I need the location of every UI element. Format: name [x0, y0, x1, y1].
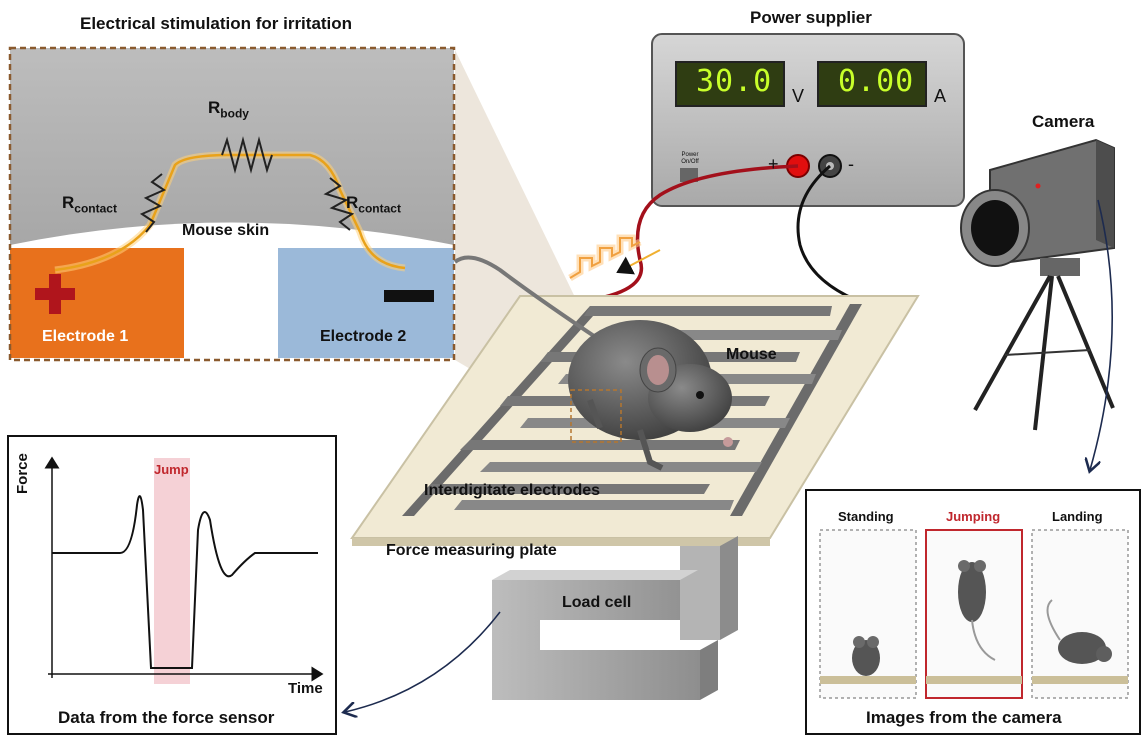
- mouse-standing: [852, 640, 880, 676]
- force-chart-panel: [7, 435, 337, 735]
- resistor-contact-left: [139, 173, 167, 233]
- voltage-display: [675, 61, 785, 107]
- power-supplier-title: Power supplier: [750, 8, 872, 27]
- positive-wire: [589, 164, 799, 302]
- r-contact-left-label: Rcontact: [62, 193, 117, 215]
- camera-illustration: [960, 138, 1115, 470]
- current-readout: 0.00: [838, 64, 915, 99]
- current-display: [817, 61, 927, 107]
- voltage-unit: V: [792, 86, 805, 106]
- electrode-1: [10, 248, 184, 358]
- power-supply: [651, 33, 965, 207]
- pulse-arrow: [616, 249, 661, 275]
- load-cell: [492, 536, 738, 700]
- mouse-landing: [1058, 632, 1106, 664]
- inset-panel: [8, 46, 456, 362]
- r-body-label: Rbody: [208, 98, 249, 120]
- mouse-skin-label: Mouse skin: [182, 222, 270, 239]
- resistor-contact-right: [323, 177, 355, 231]
- current-path: [54, 153, 406, 272]
- time-axis-label: Time: [288, 680, 323, 697]
- force-trace: [52, 495, 318, 669]
- pulse-signal: [569, 237, 641, 279]
- minus-terminal-label: -: [848, 154, 854, 174]
- zoom-region: [570, 389, 622, 443]
- frame-label-jumping: Jumping: [946, 509, 1001, 524]
- jump-label: Jump: [154, 462, 189, 477]
- inset-title: Electrical stimulation for irritation: [80, 14, 353, 33]
- jump-highlight: [154, 458, 190, 684]
- minus-sign: [384, 290, 434, 302]
- frame-label-landing: Landing: [1052, 509, 1103, 524]
- r-contact-right-subscript: contact: [358, 201, 401, 216]
- voltage-readout: 30.0: [696, 64, 773, 99]
- power-button: [680, 168, 698, 182]
- force-axis-label: Force: [14, 453, 31, 494]
- r-contact-left-subscript: contact: [74, 201, 117, 216]
- r-contact-right-symbol: R: [346, 193, 359, 212]
- r-contact-right-label: Rcontact: [346, 193, 401, 215]
- r-contact-left-symbol: R: [62, 193, 75, 212]
- electrode-2-label: Electrode 2: [320, 328, 407, 345]
- current-unit: A: [934, 86, 947, 106]
- mouse-tail: [453, 255, 602, 342]
- camera-images-caption: Images from the camera: [866, 708, 1062, 727]
- force-chart-caption: Data from the force sensor: [58, 708, 275, 727]
- electrode-1-label: Electrode 1: [42, 328, 129, 345]
- camera-to-images-arrow: [1090, 199, 1113, 470]
- frame-label-standing: Standing: [838, 509, 894, 524]
- negative-wire: [796, 164, 857, 302]
- electrodes-label: Interdigitate electrodes: [424, 482, 601, 499]
- load-cell-label: Load cell: [562, 594, 632, 611]
- r-body-symbol: R: [208, 98, 221, 117]
- mouse-illustration: [453, 255, 733, 471]
- resistor-body: [221, 136, 273, 174]
- plate-label: Force measuring plate: [386, 542, 557, 559]
- camera-title: Camera: [1032, 112, 1095, 131]
- r-body-subscript: body: [220, 106, 249, 121]
- mouse-label: Mouse: [726, 346, 777, 363]
- electrode-2: [278, 248, 454, 358]
- plus-terminal-label: +: [768, 154, 779, 174]
- loadcell-to-chart-arrow: [345, 611, 501, 712]
- camera-images-panel: [805, 489, 1141, 735]
- frame-landing: [1031, 529, 1129, 699]
- tripod-leg: [973, 275, 1052, 411]
- mouse-jumping: [958, 562, 986, 622]
- plus-sign-h: [35, 288, 75, 300]
- power-button-label: Power On/Off: [681, 152, 699, 165]
